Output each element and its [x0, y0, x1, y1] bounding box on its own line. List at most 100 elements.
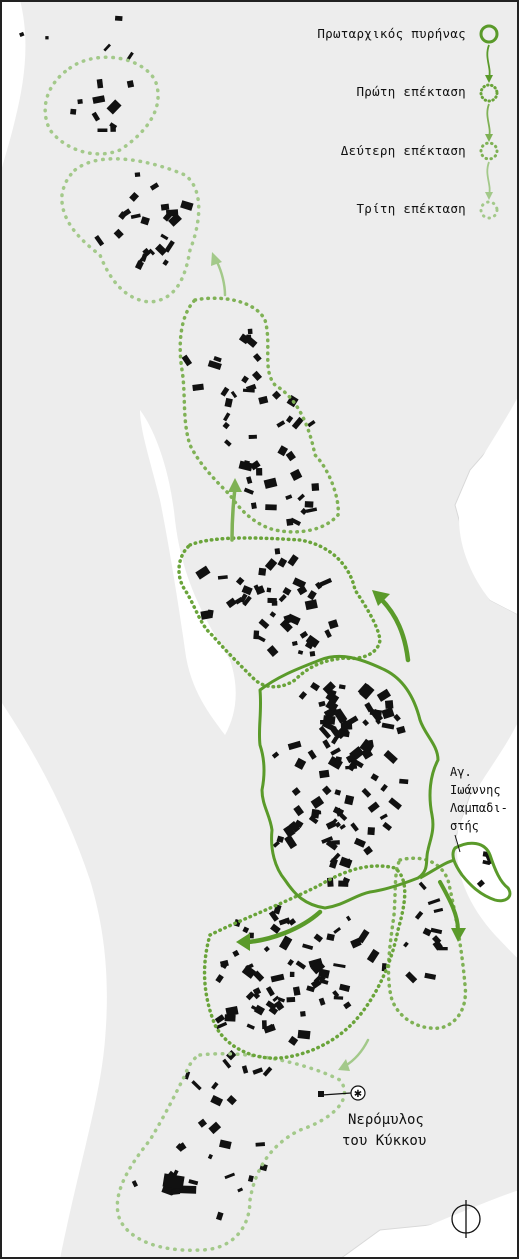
building [168, 212, 182, 227]
building [195, 565, 211, 580]
building [331, 736, 339, 745]
arrow-second-south-head [338, 1059, 350, 1071]
legend-symbol-primary [479, 24, 499, 44]
building [287, 740, 302, 751]
arrow-core-southeast-head [451, 928, 466, 942]
building [282, 586, 292, 596]
building [225, 597, 237, 609]
building [263, 1023, 276, 1034]
building [241, 1065, 249, 1074]
building [256, 468, 263, 476]
building [310, 795, 325, 809]
building [268, 910, 279, 922]
building [278, 593, 287, 603]
building [253, 353, 262, 363]
building [223, 412, 231, 422]
mill-label-line-1: Νερόμυλος [348, 1112, 424, 1128]
building [180, 200, 194, 211]
building [267, 597, 277, 604]
building [181, 354, 193, 367]
building [192, 384, 200, 391]
building [248, 932, 254, 939]
building [384, 700, 394, 709]
building [427, 898, 441, 906]
mill-building [318, 1091, 324, 1097]
building [312, 810, 322, 815]
building [318, 968, 330, 979]
building [288, 918, 297, 926]
building [302, 943, 314, 950]
arrow-core-southwest [245, 909, 323, 945]
building [350, 757, 364, 769]
building [367, 801, 380, 813]
building [325, 839, 338, 851]
building [362, 719, 370, 727]
church-label-line-3: Λαμπαδι- [450, 801, 508, 815]
building [359, 738, 372, 752]
building [278, 917, 291, 926]
building [342, 876, 351, 883]
building [322, 681, 336, 695]
building [286, 996, 296, 1003]
building [217, 575, 228, 580]
building [379, 813, 388, 821]
legend-label-first: Πρώτη επέκταση [356, 84, 466, 99]
building [241, 375, 249, 384]
building [252, 1067, 264, 1075]
building [328, 619, 339, 630]
building [264, 558, 278, 571]
building [286, 613, 301, 626]
building [300, 1011, 306, 1017]
building [126, 80, 135, 88]
legend-symbol-first [479, 83, 499, 103]
building [339, 856, 353, 869]
building [118, 211, 127, 220]
building [414, 910, 424, 920]
building [393, 713, 401, 722]
building [285, 494, 293, 500]
building [396, 725, 406, 735]
building [265, 504, 277, 511]
building [343, 1001, 352, 1010]
building [310, 681, 320, 692]
building [345, 715, 359, 727]
building [333, 963, 346, 969]
building [321, 785, 332, 796]
building [262, 1066, 273, 1077]
building [285, 415, 294, 424]
building [334, 756, 342, 766]
building [294, 819, 304, 829]
building [140, 216, 150, 226]
star-circle-icon [350, 1085, 366, 1101]
building [287, 554, 299, 567]
building [250, 1005, 257, 1011]
arrows-layer [211, 252, 466, 1071]
building [276, 835, 285, 843]
building [245, 963, 254, 971]
building [288, 1035, 299, 1046]
building [292, 986, 301, 996]
building [224, 397, 233, 408]
building [207, 1153, 213, 1160]
building [438, 947, 448, 951]
building [313, 975, 322, 984]
building [337, 730, 350, 738]
church-label-line-2: Ιωάννης [450, 783, 501, 797]
building [370, 773, 379, 782]
building [213, 356, 222, 363]
building [237, 1187, 244, 1193]
building [222, 1058, 232, 1069]
building [184, 1071, 191, 1080]
building [215, 974, 224, 984]
building [321, 836, 334, 844]
building [247, 328, 253, 335]
building [332, 990, 340, 998]
building [277, 557, 288, 568]
building [97, 128, 108, 132]
building [325, 691, 340, 705]
building [207, 609, 214, 619]
building [314, 581, 323, 590]
building [290, 468, 303, 481]
building [298, 691, 308, 700]
